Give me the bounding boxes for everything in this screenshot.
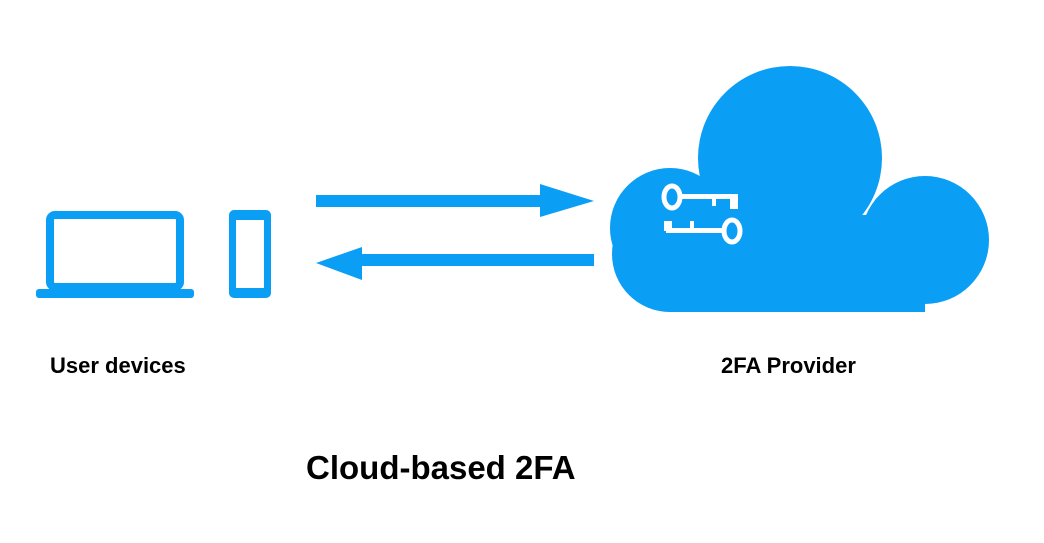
- cloud-lobe-top: [698, 66, 882, 250]
- arrow-right-head: [540, 184, 594, 217]
- provider-label: 2FA Provider: [721, 353, 856, 378]
- key-bit-end: [664, 221, 672, 231]
- arrow-left-icon: [316, 247, 594, 280]
- arrow-right-shaft: [316, 195, 546, 207]
- key-shaft: [666, 228, 724, 233]
- laptop-icon: [36, 211, 194, 298]
- diagram-caption: Cloud-based 2FA: [306, 449, 576, 486]
- arrow-right-icon: [316, 184, 594, 217]
- key-icon: [664, 217, 743, 245]
- key-bit-end: [730, 199, 738, 209]
- arrow-left-head: [316, 247, 362, 280]
- laptop-screen: [46, 211, 184, 291]
- laptop-base: [36, 289, 194, 298]
- key-shaft: [680, 194, 738, 199]
- smartphone-screen: [236, 220, 264, 288]
- cloud-lobe-bottom-left: [612, 196, 728, 312]
- devices-label: User devices: [50, 353, 186, 378]
- key-bit: [712, 199, 716, 206]
- key-icon: [661, 183, 738, 211]
- key-bit: [690, 221, 694, 228]
- arrow-left-shaft: [352, 254, 594, 266]
- smartphone-icon: [229, 210, 271, 298]
